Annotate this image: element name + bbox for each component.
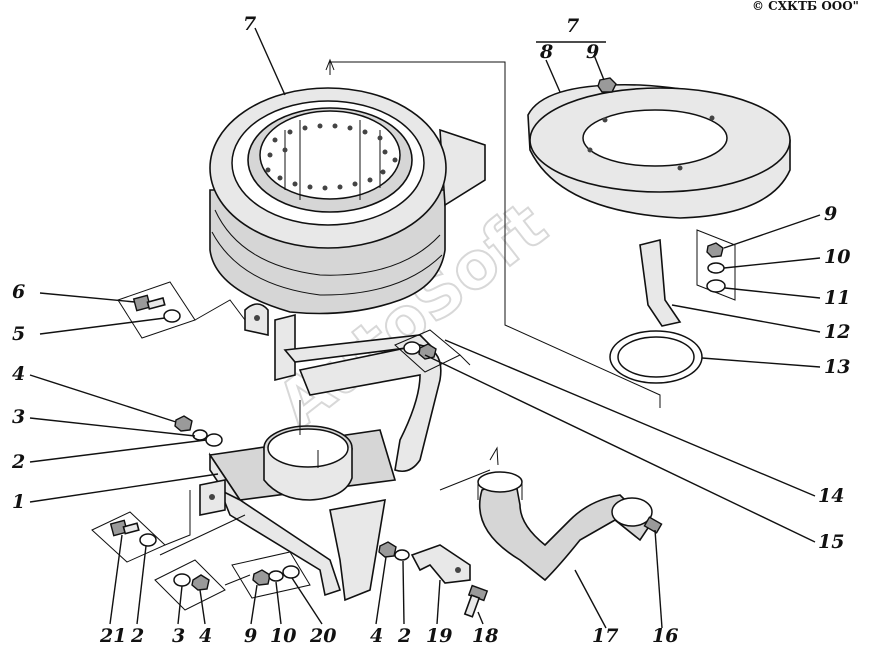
air-cleaner-cover (527, 83, 791, 219)
washer-10-bottom (268, 570, 284, 582)
label-bottom-4b: 4 (370, 625, 383, 647)
nut-4-right (378, 541, 397, 558)
leader-lines (29, 27, 821, 629)
washer-11-right (706, 279, 726, 293)
bolt-21-thread (122, 522, 140, 535)
label-bottom-20: 20 (309, 625, 336, 647)
label-7-header: 7 (566, 15, 579, 37)
nut-4-left (174, 415, 193, 432)
label-bottom-3: 3 (172, 625, 185, 647)
label-bottom-9: 9 (244, 625, 257, 647)
bolt-6-panel (117, 281, 196, 339)
intake-hose (477, 446, 663, 582)
label-15: 15 (818, 531, 844, 553)
support-bracket (199, 313, 442, 602)
label-bottom-17: 17 (592, 625, 618, 647)
label-9-cover-nut: 9 (586, 41, 599, 63)
washer-3-bottom (173, 573, 191, 587)
air-cleaner-housing (209, 87, 486, 315)
label-bottom-19: 19 (426, 625, 452, 647)
label-bottom-4a: 4 (199, 625, 212, 647)
seal-ring-inner (617, 336, 695, 378)
nut-9-bottom (252, 569, 271, 586)
label-bottom-10: 10 (270, 625, 296, 647)
mounting-strap (639, 238, 682, 327)
label-12: 12 (824, 321, 850, 343)
bolt-6-thread (146, 297, 166, 310)
bolt-6-leader (194, 299, 246, 321)
label-bottom-18: 18 (472, 625, 498, 647)
label-bottom-2a: 2 (130, 625, 144, 647)
label-bottom-2b: 2 (397, 625, 411, 647)
washer-2-bottom (139, 533, 157, 547)
label-10-right: 10 (824, 246, 850, 268)
nut-9-10-20-panel (231, 551, 311, 599)
label-bottom-21: 21 (99, 625, 126, 647)
label-9-right: 9 (824, 203, 837, 225)
bolt-18-thread (463, 594, 481, 618)
label-4-left: 4 (12, 363, 25, 385)
clamp-plate-hole (254, 315, 260, 321)
callout-labels: 7 7 8 9 6 5 4 3 2 1 9 10 11 12 13 14 15 … (11, 13, 850, 647)
label-7-housing: 7 (243, 13, 256, 35)
washer-15 (403, 341, 421, 355)
washer-10-right (707, 262, 725, 274)
label-bottom-16: 16 (652, 625, 678, 647)
hardware-callout-panel (696, 229, 736, 301)
assembly-bracket-line (329, 61, 661, 408)
washer-20 (282, 565, 300, 579)
label-3-left: 3 (12, 406, 25, 428)
label-5: 5 (12, 323, 25, 345)
cover-wing-nut (597, 77, 617, 93)
washer-2-left (205, 433, 223, 447)
hose-leader (439, 469, 491, 491)
label-8-cover: 8 (539, 41, 553, 63)
plate-19 (410, 544, 471, 584)
nut-4-bottom (191, 574, 210, 591)
label-2-left: 2 (11, 451, 25, 473)
assembly-arrow (325, 58, 335, 71)
label-14: 14 (818, 485, 844, 507)
washer-5 (163, 309, 181, 323)
label-13: 13 (824, 356, 850, 378)
label-11: 11 (824, 287, 850, 309)
label-6: 6 (12, 281, 25, 303)
plate-19-hole (455, 567, 461, 573)
copyright-text: © СХКТБ ООО" (752, 0, 859, 13)
nut-3-4-leader (224, 574, 251, 586)
nut-9-right (706, 242, 724, 258)
nut-15-leader (459, 354, 471, 366)
washer-2-right (394, 549, 410, 561)
bolt-21-leader (159, 490, 246, 556)
label-1: 1 (12, 491, 25, 513)
nut-3-4-panel (154, 559, 226, 611)
washer-3-left (192, 429, 208, 441)
nut-14 (418, 343, 437, 360)
